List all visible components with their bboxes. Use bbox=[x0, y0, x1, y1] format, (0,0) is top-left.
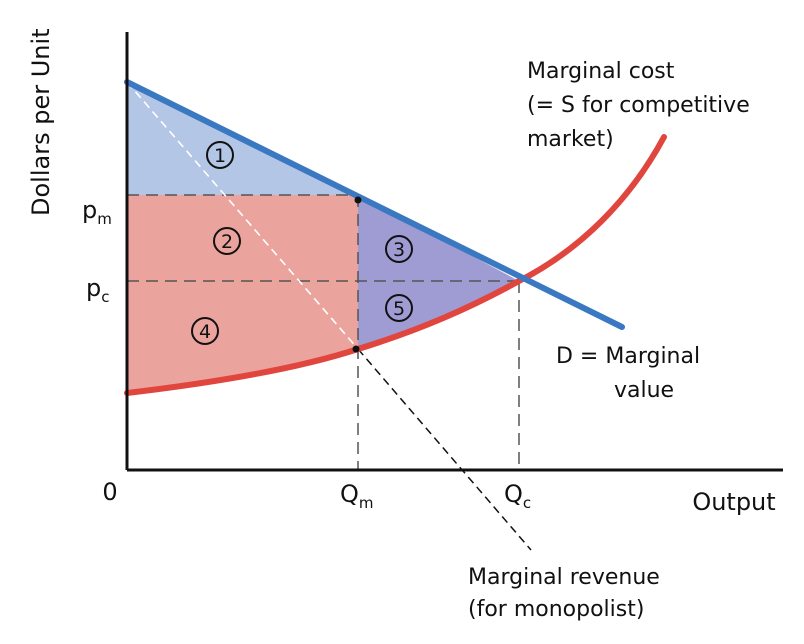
region-5-marker: 5 bbox=[385, 294, 413, 322]
region-1-marker: 1 bbox=[206, 141, 234, 169]
demand-label: D = Marginal value bbox=[556, 344, 707, 403]
region-2-marker: 2 bbox=[213, 227, 241, 255]
axes bbox=[125, 32, 783, 472]
svg-text:4: 4 bbox=[199, 321, 211, 343]
monopoly-price-point bbox=[354, 196, 362, 204]
svg-text:1: 1 bbox=[214, 145, 226, 167]
y-axis-label: Dollars per Unit bbox=[27, 28, 55, 216]
guide-lines bbox=[127, 194, 520, 470]
qc-tick-label: Qc bbox=[504, 480, 531, 512]
marginal-revenue-label: Marginal revenue (for monopolist) bbox=[468, 565, 667, 622]
demand-curve bbox=[124, 79, 625, 330]
marginal-revenue-line-upper bbox=[126, 81, 359, 350]
svg-text:3: 3 bbox=[393, 239, 405, 261]
marginal-revenue-line-lower bbox=[357, 348, 532, 551]
region-4-marker: 4 bbox=[191, 317, 219, 345]
monopoly-mc-point bbox=[352, 345, 360, 353]
region-2-4-area bbox=[127, 195, 358, 393]
origin-label: 0 bbox=[102, 478, 117, 506]
region-3-marker: 3 bbox=[385, 235, 413, 263]
svg-text:2: 2 bbox=[221, 231, 233, 253]
pm-tick-label: pm bbox=[82, 196, 112, 228]
marginal-cost-curve bbox=[124, 134, 667, 396]
region-3-5-area bbox=[358, 195, 519, 349]
marginal-cost-label: Marginal cost (= S for competitive marke… bbox=[527, 59, 757, 152]
svg-text:5: 5 bbox=[393, 298, 405, 320]
x-axis-label: Output bbox=[692, 488, 775, 516]
qm-tick-label: Qm bbox=[340, 480, 374, 512]
pc-tick-label: pc bbox=[86, 274, 109, 306]
